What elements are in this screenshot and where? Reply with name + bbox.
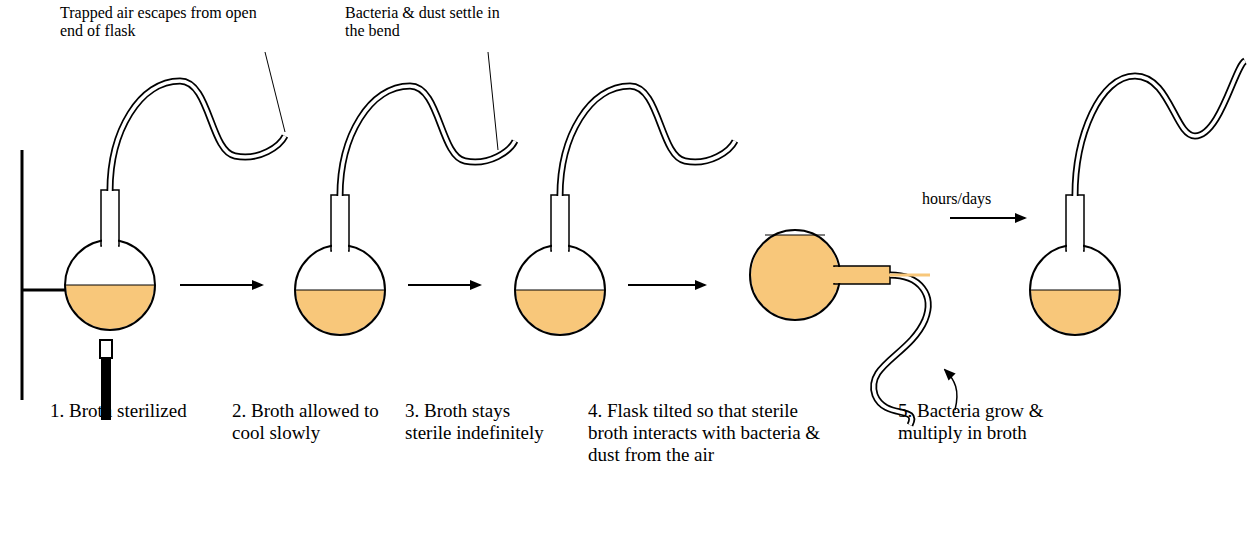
callout-note: Trapped air escapes from open end of fla… xyxy=(60,4,275,41)
callout-note: Bacteria & dust settle in the bend xyxy=(345,4,520,41)
step-caption: 1. Broth sterilized xyxy=(50,400,190,422)
step-caption: 4. Flask tilted so that sterile broth in… xyxy=(588,400,828,466)
step-caption: 5. Bacteria grow & multiply in broth xyxy=(898,400,1063,444)
time-label: hours/days xyxy=(922,190,1032,208)
step-caption: 3. Broth stays sterile indefinitely xyxy=(405,400,555,444)
step-caption: 2. Broth allowed to cool slowly xyxy=(232,400,382,444)
